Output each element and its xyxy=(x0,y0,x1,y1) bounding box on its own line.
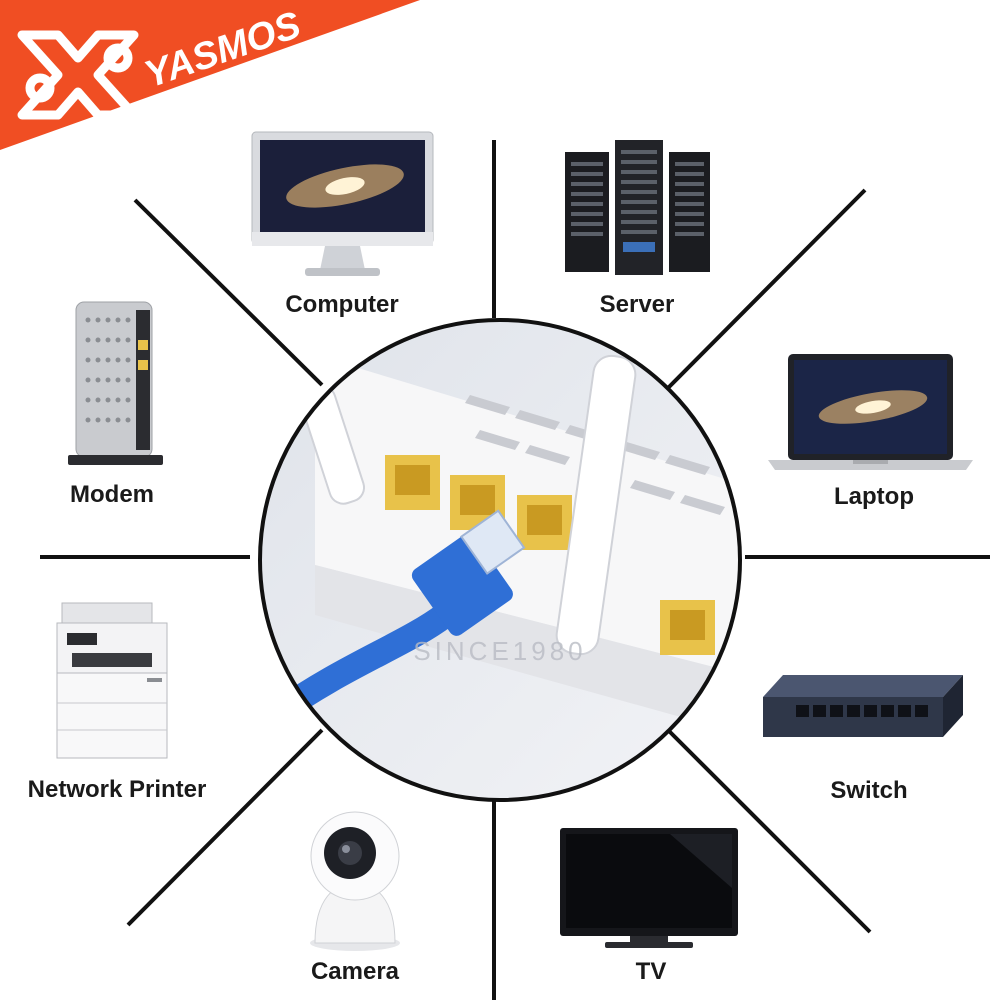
device-label-network-printer: Network Printer xyxy=(27,776,207,803)
divider-top-left xyxy=(133,198,324,387)
device-label-laptop: Laptop xyxy=(834,483,914,510)
printer-icon xyxy=(56,602,168,759)
divider-bottom-left xyxy=(126,728,324,927)
modem-icon xyxy=(68,301,163,465)
television-icon xyxy=(560,828,738,948)
divider-bottom-right xyxy=(666,728,872,934)
brand-logo-icon xyxy=(17,30,139,120)
device-label-computer: Computer xyxy=(285,291,399,318)
security-camera-icon xyxy=(310,811,400,951)
brand-banner: YASMOS xyxy=(0,0,420,150)
device-label-switch: Switch xyxy=(830,777,908,804)
router-ports xyxy=(385,455,715,655)
device-label-tv: TV xyxy=(635,958,667,985)
hub-router-image: SINCE1980 xyxy=(258,318,742,802)
device-label-server: Server xyxy=(599,291,675,318)
network-switch-icon xyxy=(763,675,963,737)
device-label-modem: Modem xyxy=(70,481,154,508)
laptop-icon xyxy=(768,354,973,470)
server-rack-icon xyxy=(565,140,710,275)
divider-top-right xyxy=(666,188,867,390)
watermark-tagline: SINCE1980 xyxy=(413,636,586,666)
device-label-camera: Camera xyxy=(310,958,400,985)
desktop-computer-icon xyxy=(251,131,434,276)
